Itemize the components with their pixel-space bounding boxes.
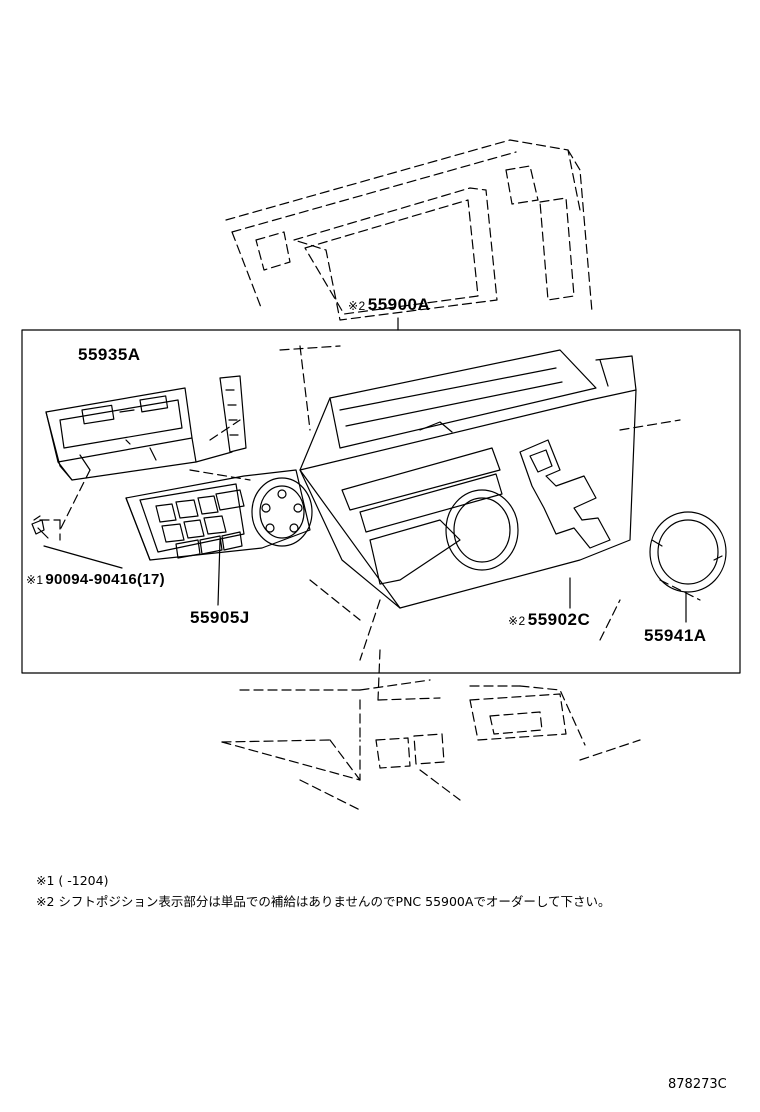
- assembly-frame: [21, 329, 741, 674]
- panel-number: 55902C: [527, 610, 591, 629]
- panel-mark: ※2: [508, 614, 526, 628]
- footnote-1: ※1 ( -1204): [36, 873, 109, 888]
- dashboard-outline: [39, 139, 701, 811]
- bolt-number: 90094-90416(17): [45, 571, 165, 588]
- footnote-2: ※2 シフトポジション表示部分は単品での補給はありませんのでPNC 55900A…: [36, 894, 611, 909]
- ring-number: 55941A: [644, 626, 707, 645]
- assembly-mark: ※2: [348, 299, 366, 313]
- display-label: 55935A: [78, 346, 141, 363]
- display-number: 55935A: [78, 345, 141, 364]
- bolt: [31, 515, 49, 539]
- control-switch-label: 55905J: [190, 609, 250, 626]
- switch-leader: [217, 539, 221, 606]
- control-switch: [125, 469, 313, 561]
- drawing-code: 878273C: [668, 1077, 727, 1092]
- display-unit: [45, 375, 247, 481]
- assembly-number: 55900A: [367, 295, 431, 314]
- bolt-leader: [43, 545, 123, 569]
- ring-label: 55941A: [644, 627, 707, 644]
- control-switch-number: 55905J: [190, 608, 250, 627]
- center-panel: [299, 349, 637, 609]
- bolt-mark: ※1: [26, 573, 44, 587]
- ring: [649, 511, 727, 593]
